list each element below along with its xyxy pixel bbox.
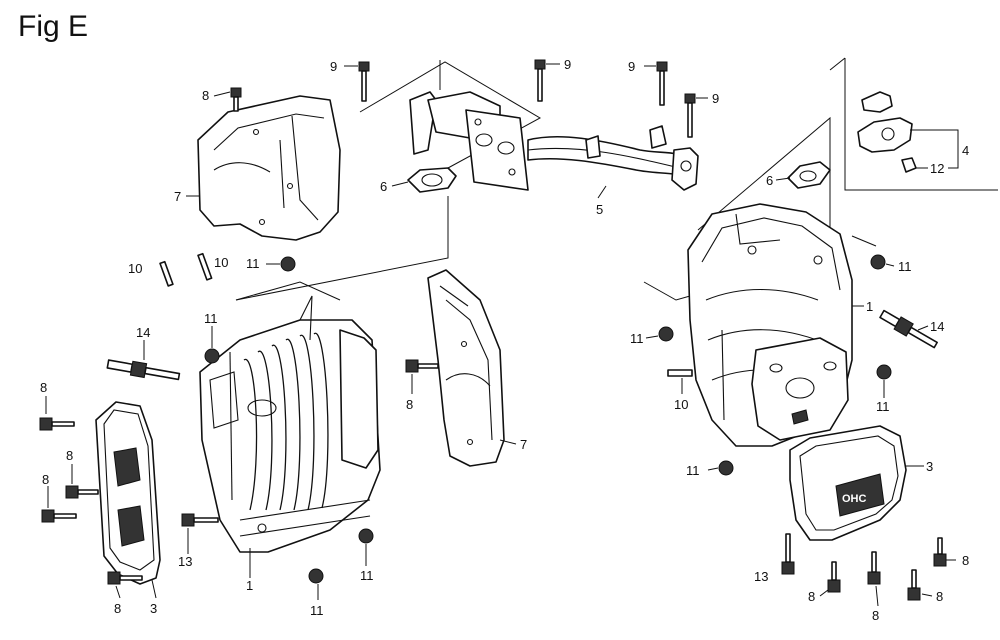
callout-11: 11 — [630, 331, 644, 346]
callout-14: 14 — [136, 325, 150, 340]
callout-12: 12 — [930, 161, 944, 176]
callout-4: 4 — [962, 143, 969, 158]
callout-11: 11 — [246, 256, 260, 271]
callout-13: 13 — [178, 554, 192, 569]
figure-title: Fig E — [18, 10, 89, 43]
callout-11: 11 — [898, 259, 912, 274]
callout-3: 3 — [926, 459, 933, 474]
pipe-assembly — [359, 60, 699, 191]
callout-9: 9 — [564, 57, 571, 72]
callout-8: 8 — [42, 472, 49, 487]
callout-8: 8 — [202, 88, 209, 103]
callout-10: 10 — [214, 255, 228, 270]
callout-8: 8 — [962, 553, 969, 568]
callout-11: 11 — [360, 568, 374, 583]
callout-11: 11 — [310, 603, 324, 618]
gasket-right — [787, 161, 831, 189]
callout-9: 9 — [712, 91, 719, 106]
callout-9: 9 — [330, 59, 337, 74]
shroud-upper-left — [197, 95, 341, 241]
callout-1: 1 — [866, 299, 873, 314]
callout-8: 8 — [808, 589, 815, 604]
cylinder-head-right — [643, 116, 853, 447]
callout-8: 8 — [40, 380, 47, 395]
callout-1: 1 — [246, 578, 253, 593]
callout-8: 8 — [936, 589, 943, 604]
callout-8: 8 — [114, 601, 121, 616]
callout-11: 11 — [876, 399, 890, 414]
callout-8: 8 — [872, 608, 879, 623]
callout-labels: 9 9 9 9 8 7 6 5 6 4 12 10 10 11 11 14 8 … — [40, 57, 969, 623]
callout-8: 8 — [66, 448, 73, 463]
callout-10: 10 — [674, 397, 688, 412]
svg-text:OHC: OHC — [842, 493, 867, 505]
callout-8: 8 — [406, 397, 413, 412]
shroud-center — [427, 269, 505, 467]
fasteners — [39, 59, 947, 601]
callout-6: 6 — [380, 179, 387, 194]
callout-7: 7 — [174, 189, 181, 204]
head-cover-left — [95, 401, 161, 585]
cylinder-left — [199, 196, 449, 553]
inset-detail — [829, 57, 998, 191]
callout-5: 5 — [596, 202, 603, 217]
callout-11: 11 — [204, 311, 218, 326]
callout-9: 9 — [628, 59, 635, 74]
callout-13: 13 — [754, 569, 768, 584]
callout-14: 14 — [930, 319, 944, 334]
callout-7: 7 — [520, 437, 527, 452]
callout-11: 11 — [686, 463, 700, 478]
head-cover-right: OHC — [789, 425, 907, 541]
gasket-left — [407, 167, 457, 193]
callout-10: 10 — [128, 261, 142, 276]
callout-3: 3 — [150, 601, 157, 616]
leader-lines — [45, 63, 956, 607]
callout-6: 6 — [766, 173, 773, 188]
